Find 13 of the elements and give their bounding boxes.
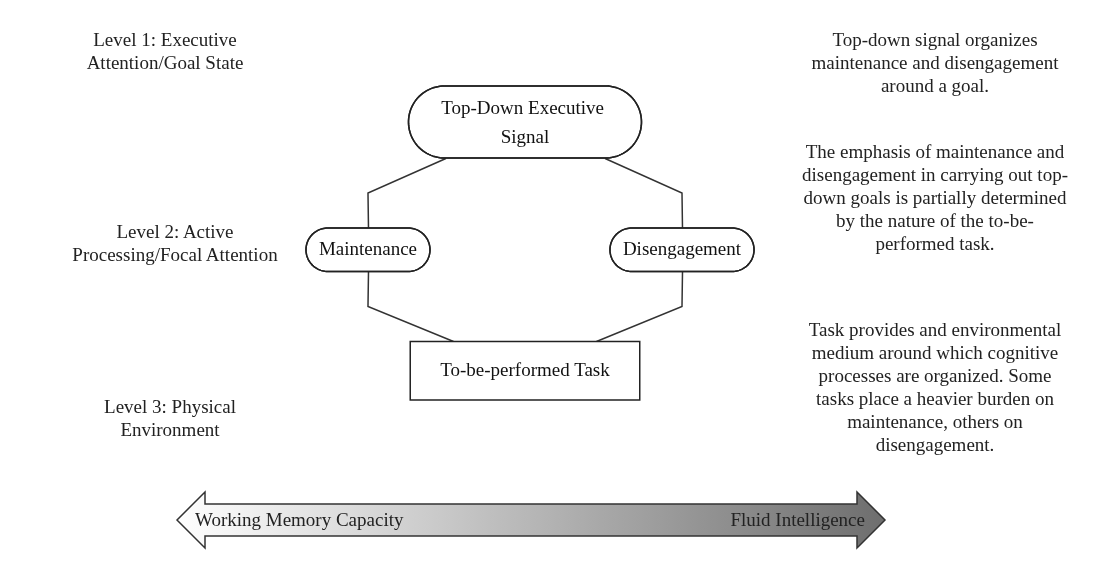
arrow-label: Working Memory Capacity (195, 508, 405, 531)
connector (367, 271, 455, 343)
note-text: The emphasis of maintenance and disengagement in carrying out top-down goals is partially determined by the nature of the to-be-performed task. (801, 140, 1069, 255)
node-box: To-be-performed Task (409, 340, 641, 401)
level-label: Level 3: Physical Environment (103, 395, 237, 441)
level-label: Level 1: Executive Attention/Goal State (85, 28, 245, 74)
note-text: Top-down signal organizes maintenance and disengagement around a goal. (810, 28, 1060, 97)
connector (604, 157, 684, 230)
connector (595, 271, 684, 343)
level-label: Level 2: Active Processing/Focal Attention (71, 220, 279, 266)
note-text: Task provides and environmental medium around which cognitive processes are organized. Some tasks place a heavier burden on maintenance, others on disengagement. (807, 318, 1063, 456)
arrow-label: Fluid Intelligence (729, 508, 865, 531)
connector (367, 157, 447, 230)
